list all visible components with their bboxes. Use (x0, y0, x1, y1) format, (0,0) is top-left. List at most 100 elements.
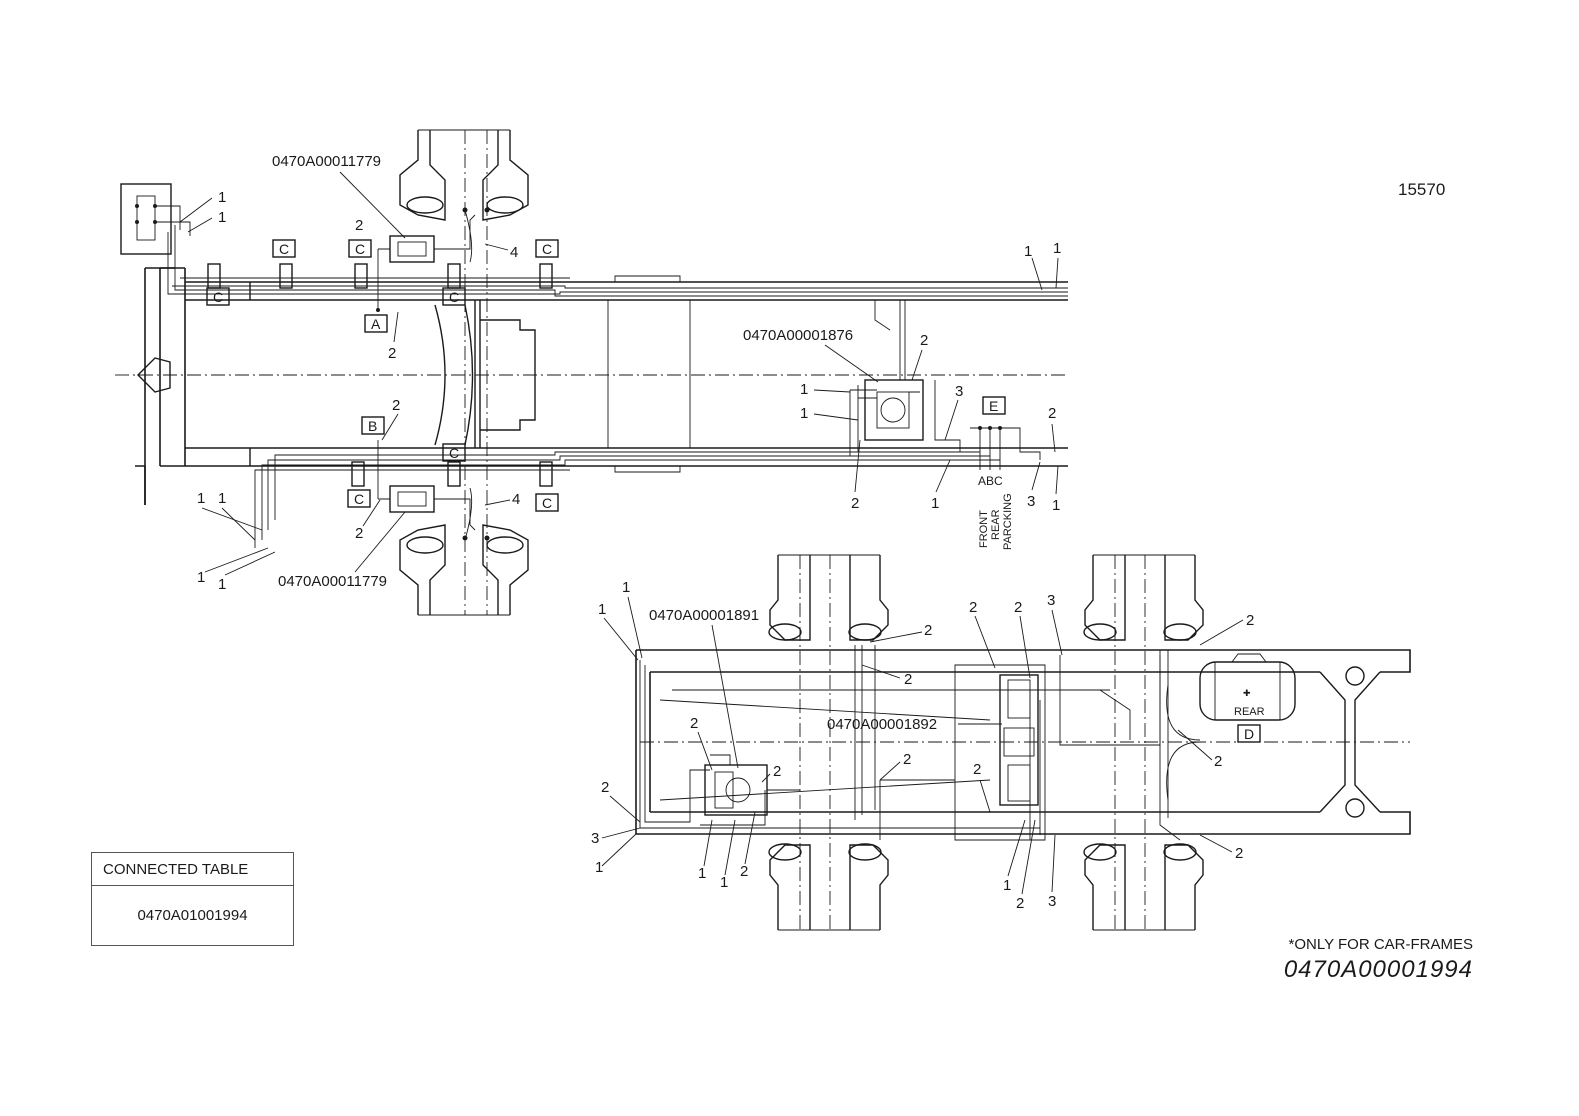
connected-table-header: CONNECTED TABLE (92, 853, 293, 886)
label-box-c-7: C (347, 489, 371, 508)
svg-text:2: 2 (903, 751, 911, 768)
tank-fitting-icon: ✚ (1243, 688, 1251, 698)
svg-text:3: 3 (1048, 893, 1056, 910)
svg-text:2: 2 (773, 763, 781, 780)
svg-text:1: 1 (595, 859, 603, 876)
svg-text:1: 1 (698, 865, 706, 882)
port-block-e (970, 426, 1010, 470)
air-tank-rear: REAR ✚ (1199, 653, 1296, 721)
port-abc-label: ABC (978, 474, 1003, 488)
svg-text:2: 2 (904, 671, 912, 688)
svg-text:C: C (355, 241, 365, 257)
svg-text:1: 1 (598, 601, 606, 618)
svg-text:2: 2 (851, 495, 859, 512)
rear-wheels (768, 554, 1204, 931)
svg-text:2: 2 (388, 345, 396, 362)
svg-text:C: C (542, 241, 552, 257)
label-box-c-6: C (442, 443, 466, 462)
label-box-a: A (364, 314, 388, 333)
svg-text:4: 4 (512, 491, 520, 508)
part-label-front-upper: 0470A00011779 (272, 153, 381, 170)
label-box-c-2: C (348, 239, 372, 258)
connected-table: CONNECTED TABLE 0470A01001994 (91, 852, 294, 946)
svg-text:2: 2 (1235, 845, 1243, 862)
svg-text:B: B (368, 418, 377, 434)
svg-text:1: 1 (800, 405, 808, 422)
svg-text:2: 2 (690, 715, 698, 732)
svg-text:2: 2 (740, 863, 748, 880)
svg-text:1: 1 (1053, 240, 1061, 257)
svg-text:1: 1 (1052, 497, 1060, 514)
part-label-front-lower: 0470A00011779 (278, 573, 387, 590)
svg-text:1: 1 (931, 495, 939, 512)
svg-text:2: 2 (355, 525, 363, 542)
svg-text:C: C (449, 445, 459, 461)
part-label-rear-left: 0470A00001891 (649, 607, 759, 624)
svg-text:3: 3 (955, 383, 963, 400)
svg-text:3: 3 (591, 830, 599, 847)
valve-rear-center (999, 674, 1039, 806)
label-c: C (279, 241, 289, 257)
svg-text:E: E (989, 398, 998, 414)
valve-front-lower (377, 440, 476, 531)
svg-text:2: 2 (969, 599, 977, 616)
connected-table-value: 0470A01001994 (137, 907, 248, 924)
svg-text:2: 2 (601, 779, 609, 796)
valve-front-upper (376, 214, 476, 312)
svg-text:1: 1 (218, 189, 226, 206)
label-box-c-1: C (272, 239, 296, 258)
port-parking-label: PARCKING (1002, 493, 1014, 550)
front-wheel-upper (399, 129, 529, 221)
svg-text:1: 1 (720, 874, 728, 891)
label-box-c-4: C (206, 287, 230, 306)
svg-text:1: 1 (218, 576, 226, 593)
svg-text:C: C (354, 491, 364, 507)
part-label-rear-center: 0470A00001892 (827, 716, 937, 733)
label-box-b: B (361, 416, 385, 435)
svg-text:1: 1 (622, 579, 630, 596)
svg-text:D: D (1244, 726, 1254, 742)
svg-text:1: 1 (1024, 243, 1032, 260)
label-box-d: D (1237, 724, 1261, 743)
port-rear-label: REAR (990, 509, 1002, 540)
front-source-module (120, 183, 191, 255)
svg-text:2: 2 (1048, 405, 1056, 422)
svg-text:2: 2 (355, 217, 363, 234)
label-box-e: E (982, 396, 1006, 415)
front-chassis (115, 130, 1068, 615)
label-box-c-5: C (442, 287, 466, 306)
svg-text:A: A (371, 316, 381, 332)
part-label-mid: 0470A00001876 (743, 327, 853, 344)
label-box-c-3: C (535, 239, 559, 258)
svg-text:2: 2 (973, 761, 981, 778)
svg-text:1: 1 (800, 381, 808, 398)
svg-text:1: 1 (218, 490, 226, 507)
frame-note: *ONLY FOR CAR-FRAMES (1288, 936, 1473, 953)
svg-text:1: 1 (1003, 877, 1011, 894)
svg-text:1: 1 (218, 209, 226, 226)
svg-text:1: 1 (197, 490, 205, 507)
svg-text:2: 2 (1016, 895, 1024, 912)
label-box-c-8: C (535, 493, 559, 512)
svg-text:2: 2 (1246, 612, 1254, 629)
svg-text:C: C (542, 495, 552, 511)
svg-text:3: 3 (1047, 592, 1055, 609)
svg-text:2: 2 (920, 332, 928, 349)
svg-text:C: C (449, 289, 459, 305)
callouts-front: 1 1 2 4 2 2 1 1 2 1 1 3 2 2 1 3 1 4 1 1 (179, 189, 1061, 593)
front-wheel-lower (399, 524, 529, 616)
svg-text:C: C (213, 289, 223, 305)
sheet-number: 15570 (1398, 180, 1446, 199)
svg-text:3: 3 (1027, 493, 1035, 510)
svg-text:2: 2 (392, 397, 400, 414)
callouts-rear: 1 1 2 2 2 2 3 2 2 2 2 2 2 2 3 1 1 1 2 (591, 579, 1254, 912)
svg-text:2: 2 (1214, 753, 1222, 770)
svg-text:2: 2 (1014, 599, 1022, 616)
drawing-number: 0470A00001994 (1283, 956, 1473, 983)
port-front-label: FRONT (978, 510, 990, 548)
svg-text:2: 2 (924, 622, 932, 639)
valve-rear-left (704, 754, 800, 816)
valve-mid (850, 379, 924, 441)
svg-text:1: 1 (197, 569, 205, 586)
